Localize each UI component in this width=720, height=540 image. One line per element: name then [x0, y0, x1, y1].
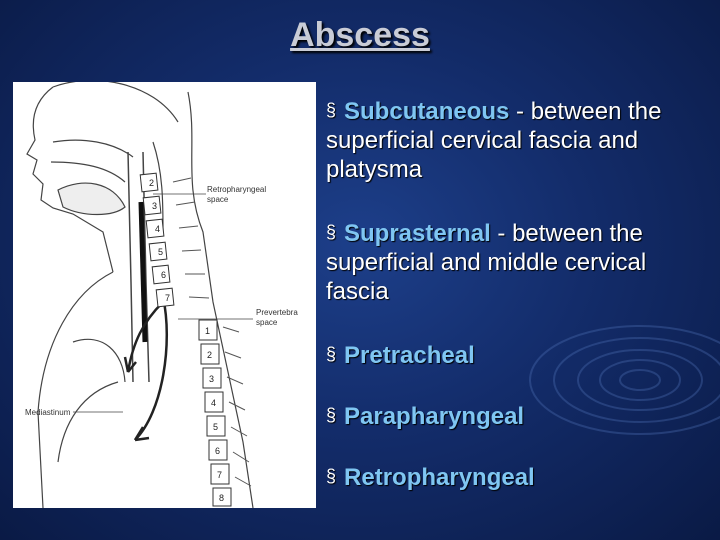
c-num-3: 3 — [152, 201, 157, 211]
bullet-marker: § — [326, 405, 337, 425]
vertebra-t6 — [208, 439, 228, 461]
c-num-2: 2 — [149, 178, 154, 188]
vertebra-t1 — [198, 319, 218, 341]
c-num-4: 4 — [155, 224, 160, 234]
t-num-8: 8 — [219, 493, 224, 503]
bullet-text: - between the superficial and middle cer… — [326, 220, 647, 305]
vertebra-t8 — [212, 487, 232, 507]
bullet-suprasternal: § Suprasternal - between the superficial … — [326, 218, 711, 306]
bullet-head: Retropharyngeal — [344, 464, 535, 491]
face-profile-line — [26, 86, 114, 273]
trachea-back — [142, 151, 150, 383]
label-retropharyngeal-space: space — [207, 195, 229, 204]
spinous-processes-cervical — [172, 177, 210, 299]
bullet-head: Parapharyngeal — [344, 403, 525, 430]
vertebra-c4 — [145, 218, 165, 239]
bullet-head: Subcutaneous — [344, 98, 510, 125]
skull-line — [52, 82, 179, 123]
bullet-marker: § — [326, 466, 337, 486]
c-num-6: 6 — [161, 270, 166, 280]
arrow-down-to-mediastinum — [134, 296, 169, 441]
bullet-marker: § — [326, 344, 337, 364]
arrow-head-1 — [133, 426, 150, 442]
vertebra-t5 — [206, 415, 226, 437]
arrow-head-2 — [123, 356, 137, 373]
label-prevertebra: Prevertebra — [256, 308, 298, 317]
lung-lines — [57, 338, 126, 463]
t-num-1: 1 — [205, 326, 210, 336]
label-mediastinum: Mediastinum — [25, 408, 71, 417]
vertebra-c2 — [139, 172, 159, 193]
vertebra-c7 — [155, 287, 175, 308]
arrow-down-left — [126, 301, 164, 373]
label-prevertebra-space: space — [256, 318, 278, 327]
label-retropharyngeal: Retropharyngeal — [207, 185, 266, 194]
slide-title: Abscess — [290, 16, 430, 54]
bullet-head: Suprasternal — [344, 220, 491, 247]
trachea-front — [127, 151, 134, 383]
bullet-subcutaneous: § Subcutaneous - between the superficial … — [326, 96, 711, 184]
bullet-parapharyngeal: § Parapharyngeal — [326, 401, 711, 431]
vertebra-t7 — [210, 463, 230, 485]
anatomy-drawing: 2 3 4 5 6 7 1 2 3 4 5 6 7 8 Retropharyng… — [25, 82, 298, 508]
t-num-6: 6 — [215, 446, 220, 456]
vertebra-c5 — [148, 241, 168, 262]
bullet-pretracheal: § Pretracheal — [326, 340, 711, 370]
vertebra-t3 — [202, 367, 222, 389]
vertebra-t4 — [204, 391, 224, 413]
chest-line — [37, 271, 114, 508]
neck-sagittal-diagram: 2 3 4 5 6 7 1 2 3 4 5 6 7 8 Retropharyng… — [13, 82, 316, 508]
spinous-processes-thoracic — [222, 326, 252, 487]
nasal-lines — [50, 139, 134, 183]
neck-back-line — [187, 91, 254, 508]
water-ripple-decoration — [529, 325, 720, 435]
tongue-shape — [57, 182, 126, 216]
bullet-head: Pretracheal — [344, 342, 475, 369]
t-num-2: 2 — [207, 350, 212, 360]
vertebra-t2 — [200, 343, 220, 365]
c-num-7: 7 — [165, 293, 170, 303]
t-num-4: 4 — [211, 398, 216, 408]
vertebra-c6 — [151, 264, 171, 285]
vertebra-c3 — [142, 195, 162, 216]
t-num-5: 5 — [213, 422, 218, 432]
retropharyngeal-band — [138, 201, 148, 343]
t-num-7: 7 — [217, 470, 222, 480]
bullet-retropharyngeal: § Retropharyngeal — [326, 462, 711, 492]
c-num-5: 5 — [158, 247, 163, 257]
bullet-text: - between the superficial cervical fasci… — [326, 98, 662, 183]
bullet-marker: § — [326, 100, 337, 120]
t-num-3: 3 — [209, 374, 214, 384]
bullet-marker: § — [326, 222, 337, 242]
